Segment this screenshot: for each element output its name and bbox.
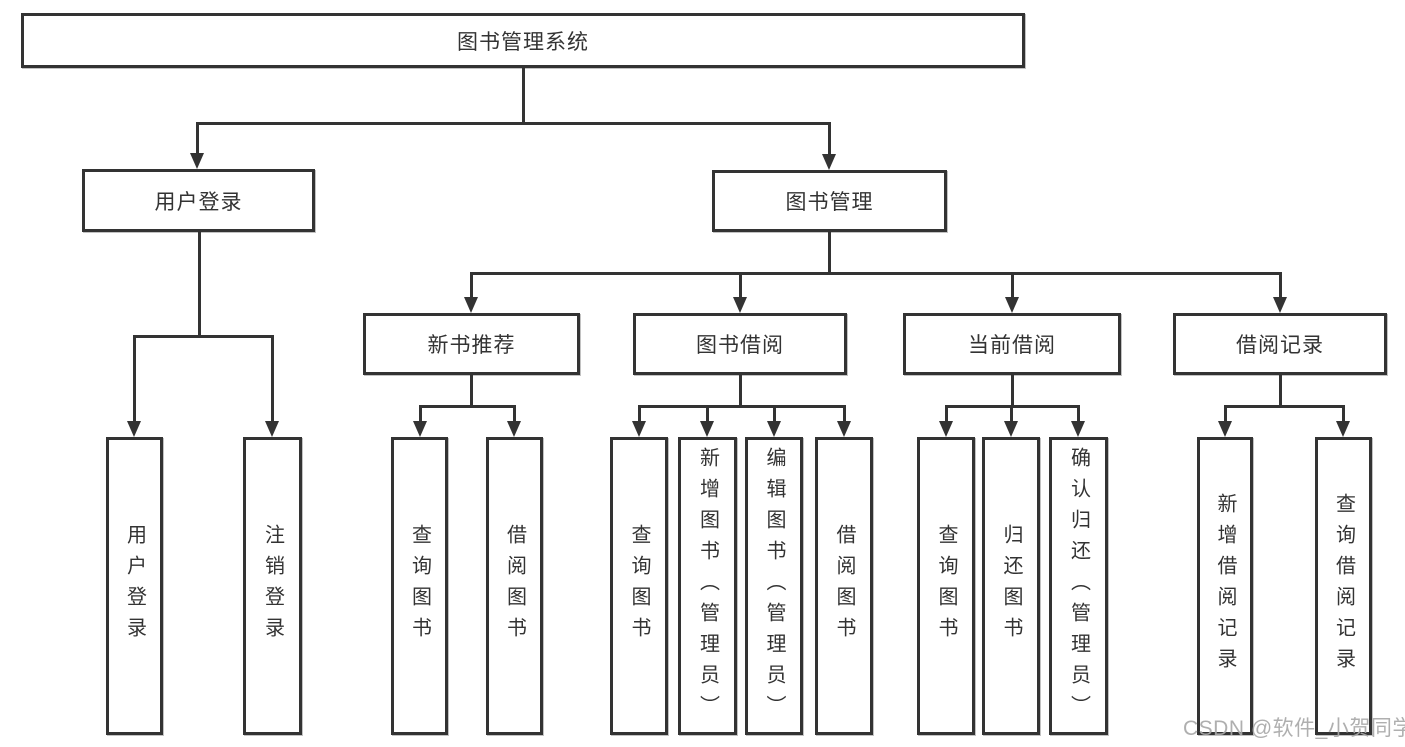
node-book-mgmt: 图书管理: [712, 170, 947, 232]
leaf-bb-add-books: 新增图书（管理员）: [678, 437, 737, 735]
arrowhead-logout-leaf: [265, 421, 279, 437]
leaf-bb-add-books-label: 新增图书（管理员）: [696, 446, 719, 726]
leaf-bb-edit-books-label: 编辑图书（管理员）: [763, 446, 785, 726]
connector-borrow-record-bus: [1224, 405, 1345, 408]
node-new-book-rec-label: 新书推荐: [427, 334, 516, 357]
leaf-nb-query-books: 查询图书: [391, 437, 448, 735]
connector-user-login-drop: [198, 232, 201, 335]
leaf-br-query-record-label: 查询借阅记录: [1332, 493, 1355, 679]
connector-stem-cb-confirm: [1077, 405, 1080, 421]
connector-stem-br-query: [1342, 405, 1345, 421]
connector-book-borrow-drop: [739, 375, 742, 405]
connector-book-borrow-bus: [638, 405, 846, 408]
leaf-nb-borrow-books-label: 借阅图书: [503, 524, 526, 648]
leaf-bb-query-books: 查询图书: [610, 437, 668, 735]
node-current-borrow-label: 当前借阅: [968, 334, 1056, 357]
arrowhead-user-login: [190, 153, 204, 169]
connector-stem-br-add: [1224, 405, 1227, 421]
arrowhead-login-leaf: [127, 421, 141, 437]
connector-stem-nb-borrow: [513, 405, 516, 421]
node-borrow-record: 借阅记录: [1173, 313, 1387, 375]
connector-book-mgmt-drop: [828, 232, 831, 272]
node-book-borrow: 图书借阅: [633, 313, 847, 375]
leaf-user-login: 用户登录: [106, 437, 163, 735]
leaf-bb-borrow-books-label: 借阅图书: [833, 524, 855, 648]
connector-stem-bb-query: [638, 405, 641, 421]
arrowhead-bb-borrow: [837, 421, 851, 437]
connector-user-login-bus: [133, 335, 274, 338]
arrowhead-cb-confirm: [1071, 421, 1085, 437]
arrowhead-nb-query: [413, 421, 427, 437]
connector-stem-current-borrow: [1011, 272, 1014, 297]
leaf-bb-query-books-label: 查询图书: [628, 524, 650, 648]
connector-stem-bb-edit: [773, 405, 776, 421]
leaf-cb-confirm-return-label: 确认归还（管理员）: [1067, 446, 1090, 726]
node-root: 图书管理系统: [21, 13, 1025, 68]
leaf-br-add-record: 新增借阅记录: [1197, 437, 1253, 735]
leaf-nb-query-books-label: 查询图书: [408, 524, 431, 648]
leaf-cb-query-books: 查询图书: [917, 437, 975, 735]
arrowhead-cb-return: [1004, 421, 1018, 437]
arrowhead-bb-add: [700, 421, 714, 437]
arrowhead-nb-borrow: [507, 421, 521, 437]
connector-stem-nb-query: [419, 405, 422, 421]
arrowhead-book-mgmt: [822, 154, 836, 170]
connector-new-book-rec-bus: [419, 405, 516, 408]
csdn-watermark: CSDN @软件_小贺同学: [1183, 717, 1405, 740]
connector-new-book-rec-drop: [470, 375, 473, 405]
connector-stem-bb-add: [706, 405, 709, 421]
node-book-borrow-label: 图书借阅: [696, 334, 784, 357]
arrowhead-cb-query: [939, 421, 953, 437]
arrowhead-new-book-rec: [464, 297, 478, 313]
connector-stem-cb-return: [1010, 405, 1013, 421]
leaf-logout: 注销登录: [243, 437, 302, 735]
node-new-book-rec: 新书推荐: [363, 313, 580, 375]
arrowhead-borrow-record: [1273, 297, 1287, 313]
node-user-login: 用户登录: [82, 169, 315, 232]
connector-root-drop: [522, 68, 525, 122]
connector-stem-new-book-rec: [470, 272, 473, 297]
node-borrow-record-label: 借阅记录: [1236, 334, 1324, 357]
connector-stem-cb-query: [945, 405, 948, 421]
leaf-user-login-label: 用户登录: [123, 524, 146, 648]
node-current-borrow: 当前借阅: [903, 313, 1121, 375]
connector-stem-login-leaf: [133, 335, 136, 421]
leaf-nb-borrow-books: 借阅图书: [486, 437, 543, 735]
arrowhead-br-query: [1336, 421, 1350, 437]
leaf-bb-edit-books: 编辑图书（管理员）: [745, 437, 803, 735]
connector-stem-book-borrow: [739, 272, 742, 297]
leaf-bb-borrow-books: 借阅图书: [815, 437, 873, 735]
connector-borrow-record-drop: [1279, 375, 1282, 405]
node-book-mgmt-label: 图书管理: [785, 191, 874, 214]
connector-level3-bus: [470, 272, 1281, 275]
leaf-cb-return-books-label: 归还图书: [1000, 524, 1022, 648]
connector-current-borrow-drop: [1011, 375, 1014, 405]
leaf-cb-return-books: 归还图书: [982, 437, 1040, 735]
arrowhead-book-borrow: [733, 297, 747, 313]
connector-stem-bb-borrow: [843, 405, 846, 421]
arrowhead-br-add: [1218, 421, 1232, 437]
leaf-cb-confirm-return: 确认归还（管理员）: [1049, 437, 1108, 735]
arrowhead-bb-query: [632, 421, 646, 437]
connector-stem-user-login: [196, 122, 199, 153]
leaf-logout-label: 注销登录: [261, 524, 284, 648]
leaf-br-add-record-label: 新增借阅记录: [1214, 493, 1236, 679]
connector-stem-borrow-record: [1279, 272, 1282, 297]
arrowhead-bb-edit: [767, 421, 781, 437]
node-user-login-label: 用户登录: [154, 190, 243, 214]
connector-stem-book-mgmt: [828, 122, 831, 154]
leaf-cb-query-books-label: 查询图书: [935, 524, 957, 648]
connector-stem-logout-leaf: [271, 335, 274, 421]
connector-level2-bus: [196, 122, 831, 125]
node-root-label: 图书管理系统: [457, 30, 589, 54]
arrowhead-current-borrow: [1005, 297, 1019, 313]
leaf-br-query-record: 查询借阅记录: [1315, 437, 1372, 735]
